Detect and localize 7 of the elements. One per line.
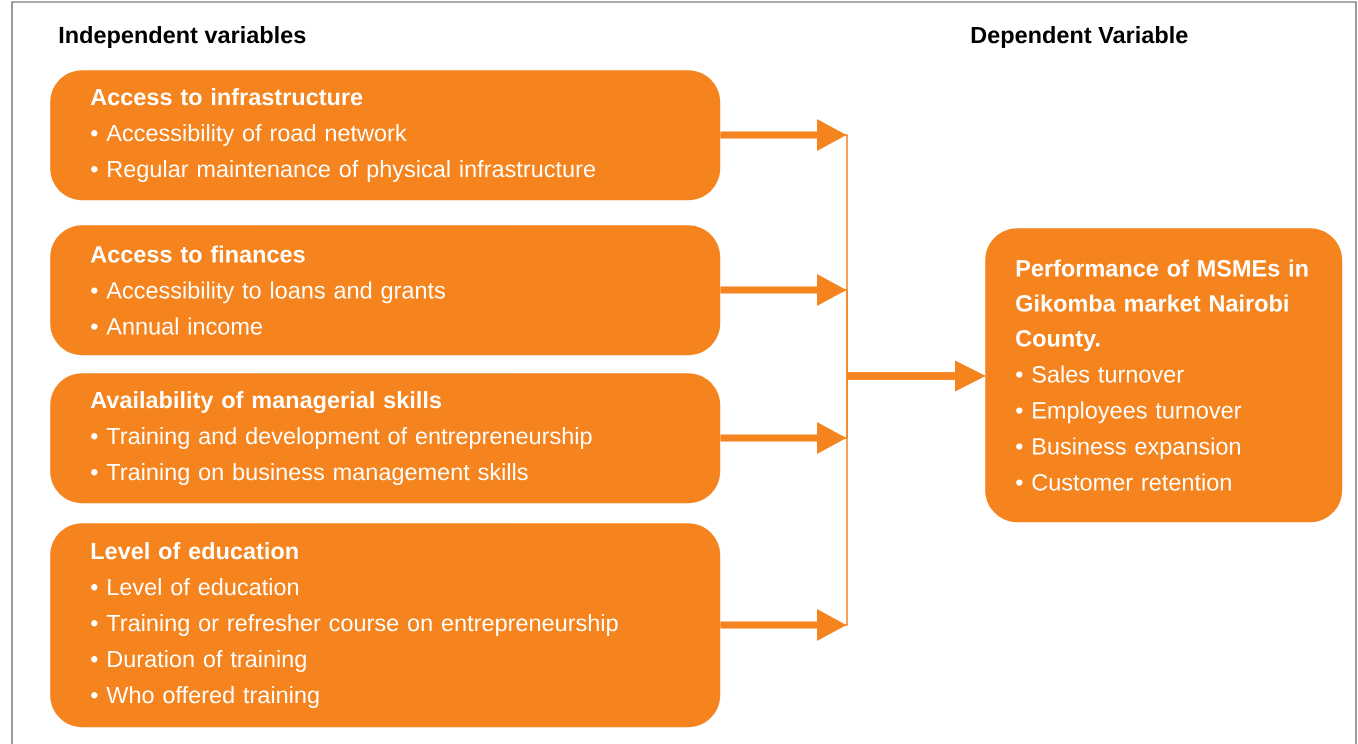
variable-box: Availability of managerial skills • Training and development of entrepreneurship • Training on business management skills <box>50 373 721 504</box>
variable-box: Level of education • Level of education • Training or refresher course on entrepreneurship • Duration of training • Who offered training <box>50 523 721 728</box>
variable-box: Access to infrastructure • Accessibility of road network • Regular maintenance of physical infrastructure <box>50 70 721 201</box>
column-heading: Independent variables <box>59 26 306 48</box>
column-heading: Dependent Variable <box>971 26 1188 48</box>
variable-box: Access to finances • Accessibility to loans and grants • Annual income <box>50 225 721 356</box>
variable-box: Performance of MSMEs in Gikomba market Nairobi County. • Sales turnover • Employees turnover • Business expansion • Customer retention <box>985 228 1343 523</box>
